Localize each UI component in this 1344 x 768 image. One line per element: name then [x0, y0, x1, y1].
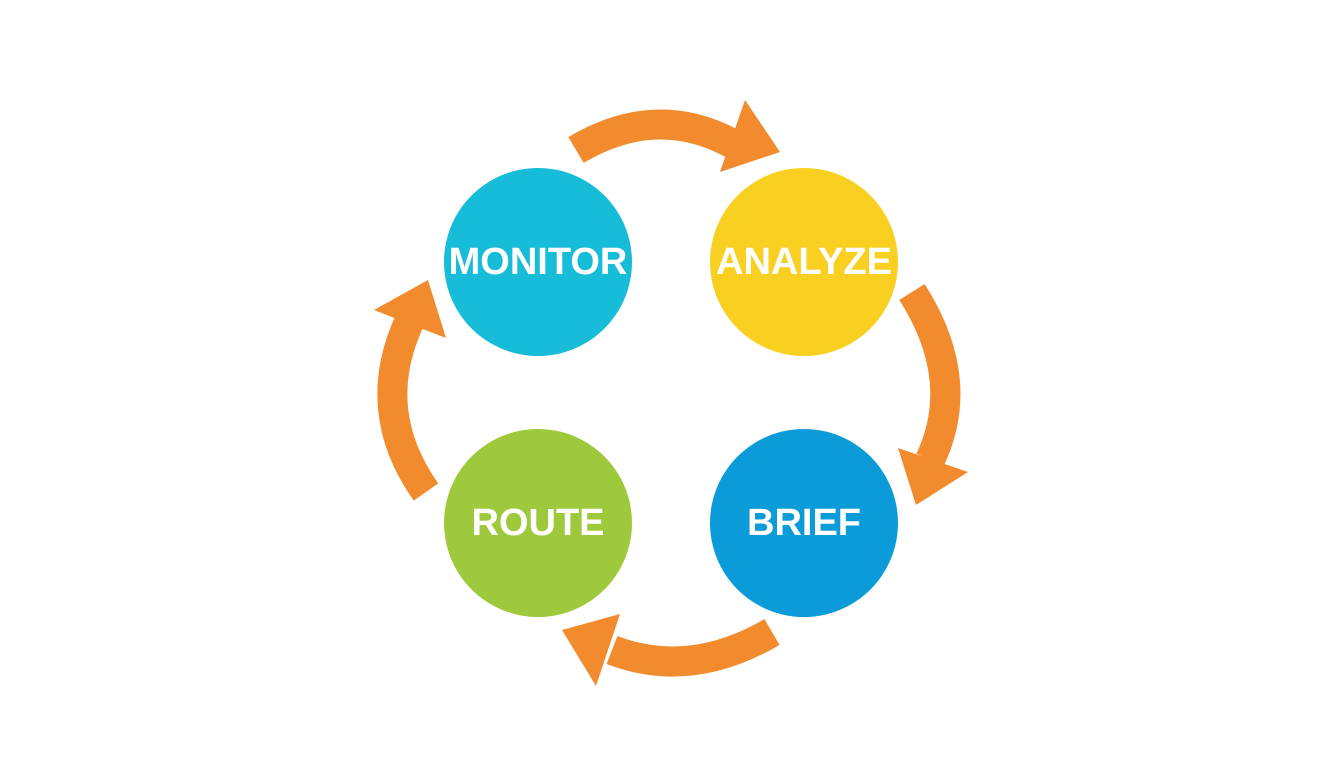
arrows-group [374, 100, 968, 686]
node-analyze-label: ANALYZE [716, 241, 892, 283]
node-monitor: MONITOR [444, 168, 632, 356]
arrow-route-to-monitor [374, 280, 446, 501]
node-brief: BRIEF [710, 429, 898, 617]
node-analyze: ANALYZE [710, 168, 898, 356]
node-brief-label: BRIEF [747, 502, 861, 544]
node-route: ROUTE [444, 429, 632, 617]
node-monitor-circle [444, 168, 632, 356]
node-route-circle [444, 429, 632, 617]
arrow-brief-to-route [562, 614, 780, 686]
node-brief-circle [710, 429, 898, 617]
node-analyze-circle [710, 168, 898, 356]
arrow-monitor-to-analyze [568, 100, 780, 172]
node-monitor-label: MONITOR [449, 241, 628, 283]
arrow-analyze-to-brief [898, 283, 968, 505]
node-route-label: ROUTE [472, 502, 605, 544]
